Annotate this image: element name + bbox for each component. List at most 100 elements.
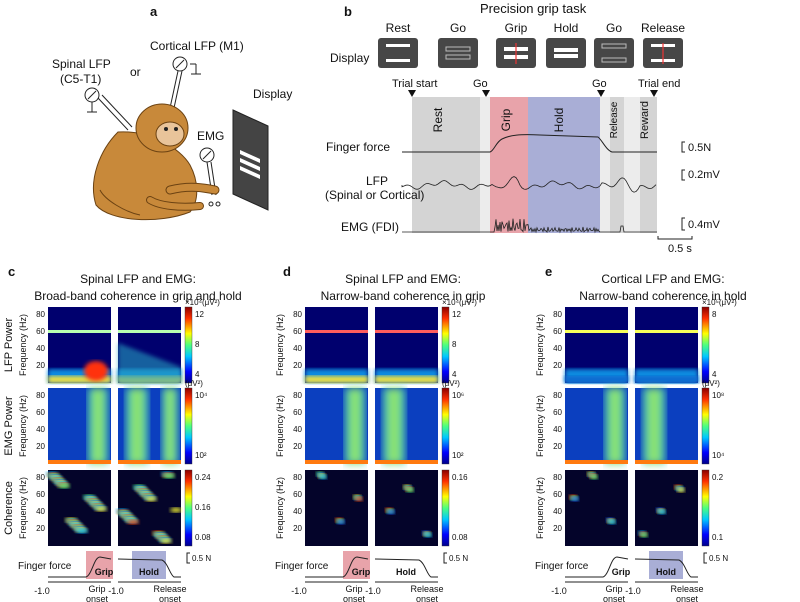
x-tick-start: -1.0 [34,586,50,596]
y-tick: 80 [36,391,45,400]
y-tick: 60 [36,327,45,336]
phase-label-reward: Reward [639,101,651,139]
panel-title-line1: Spinal LFP and EMG: [345,272,461,286]
y-tick: 40 [553,425,562,434]
spectrogram-row1-release [635,307,698,383]
colorbar-tick: 0.2 [712,473,724,482]
panel-a-letter: a [150,4,158,19]
hold-label: Hold [139,567,159,577]
frequency-axis-label: Frequency (Hz) [535,477,545,539]
y-tick: 40 [293,425,302,434]
force-scale-label: 0.5 N [192,554,211,563]
spinal-lfp-label: Spinal LFP [52,57,111,71]
event-trial-end: Trial end [638,78,680,90]
phase-band-rest [412,97,480,233]
force-trace-release [374,558,438,578]
svg-text:Go: Go [606,21,622,35]
monkey-illustration [92,103,220,221]
svg-text:Release: Release [641,21,685,35]
display-step-grip: Grip [496,21,536,68]
force-label: Finger force [275,561,329,572]
force-label: Finger force [18,561,72,572]
display-label-a: Display [253,87,292,101]
colorbar-unit: (μV²) [442,379,460,388]
spectrogram-row1-grip [565,307,628,383]
colorbar-tick: 0.16 [195,503,211,512]
grip-label: Grip [352,567,371,577]
phase-band-gap [624,97,640,233]
force-trace-grip [305,556,369,578]
force-label: Finger force [535,561,589,572]
y-tick: 40 [36,344,45,353]
force-trace-release [117,558,181,578]
colorbar: 0.2 0.1 [701,469,724,547]
lfp-trace-label: LFP [366,174,388,188]
colorbar-unit: (μV²) [702,379,720,388]
grip-band [86,551,113,579]
colorbar-tick: 0.1 [712,533,724,542]
colorbar-tick: 8 [452,340,457,349]
frequency-axis-label: Frequency (Hz) [275,477,285,539]
y-tick: 80 [553,310,562,319]
colorbar-tick: 10⁶ [452,391,464,400]
emg-trace-label: EMG (FDI) [341,220,399,234]
cortical-electrode-icon [169,56,201,109]
y-tick: 60 [36,408,45,417]
x-tick-start-2: -1.0 [625,586,641,596]
grip-onset-label-2: onset [343,594,366,602]
event-marker [650,90,658,97]
y-tick: 40 [36,425,45,434]
colorbar: (μV²) 10⁶ 10² [441,379,464,465]
colorbar-tick: 10⁴ [712,451,725,460]
panel-title-line2: Narrow-band coherence in grip [321,289,486,303]
frequency-axis-label: Frequency (Hz) [18,477,28,539]
time-scale-label: 0.5 s [668,243,692,255]
svg-text:Grip: Grip [505,21,528,35]
panel-letter: d [283,264,291,279]
y-tick: 60 [293,327,302,336]
y-tick: 20 [36,524,45,533]
phase-label-hold: Hold [552,108,566,133]
colorbar-tick: 10⁴ [195,391,208,400]
frequency-axis-label: Frequency (Hz) [535,395,545,457]
x-tick-start-2: -1.0 [365,586,381,596]
svg-text:Rest: Rest [386,21,411,35]
colorbar-tick: 0.24 [195,473,211,482]
y-tick: 20 [553,524,562,533]
y-tick: 20 [36,442,45,451]
y-tick: 20 [553,442,562,451]
phase-band-grip [490,97,528,233]
spectrogram-row3-release [375,470,438,546]
spectrogram-row3-release [116,470,182,546]
colorbar-tick: 12 [452,310,461,319]
phase-label-rest: Rest [431,107,445,132]
phase-band-hold [528,97,600,233]
frequency-axis-label: Frequency (Hz) [275,395,285,457]
spectrogram-row2-release [375,388,438,464]
y-tick: 40 [36,507,45,516]
y-tick: 20 [293,361,302,370]
emg-scale-label: 0.4mV [688,219,720,231]
spectrogram-row1-grip [305,307,368,383]
grip-onset-label-2: onset [86,594,109,602]
spectrogram-row2-grip [305,388,368,464]
spectrogram-row3-release [635,470,698,546]
colorbar-tick: 12 [195,310,204,319]
colorbar-tick: 10² [452,451,464,460]
y-tick: 40 [553,344,562,353]
phase-band-go [480,97,490,233]
panel-b-letter: b [344,4,352,19]
phase-band-go-2 [600,97,610,233]
display-step-rest: Rest [378,21,418,68]
release-onset-label: Release [153,584,186,594]
y-tick: 80 [553,391,562,400]
display-step-hold: Hold [546,21,586,68]
hold-label: Hold [656,567,676,577]
hold-band [649,551,683,579]
